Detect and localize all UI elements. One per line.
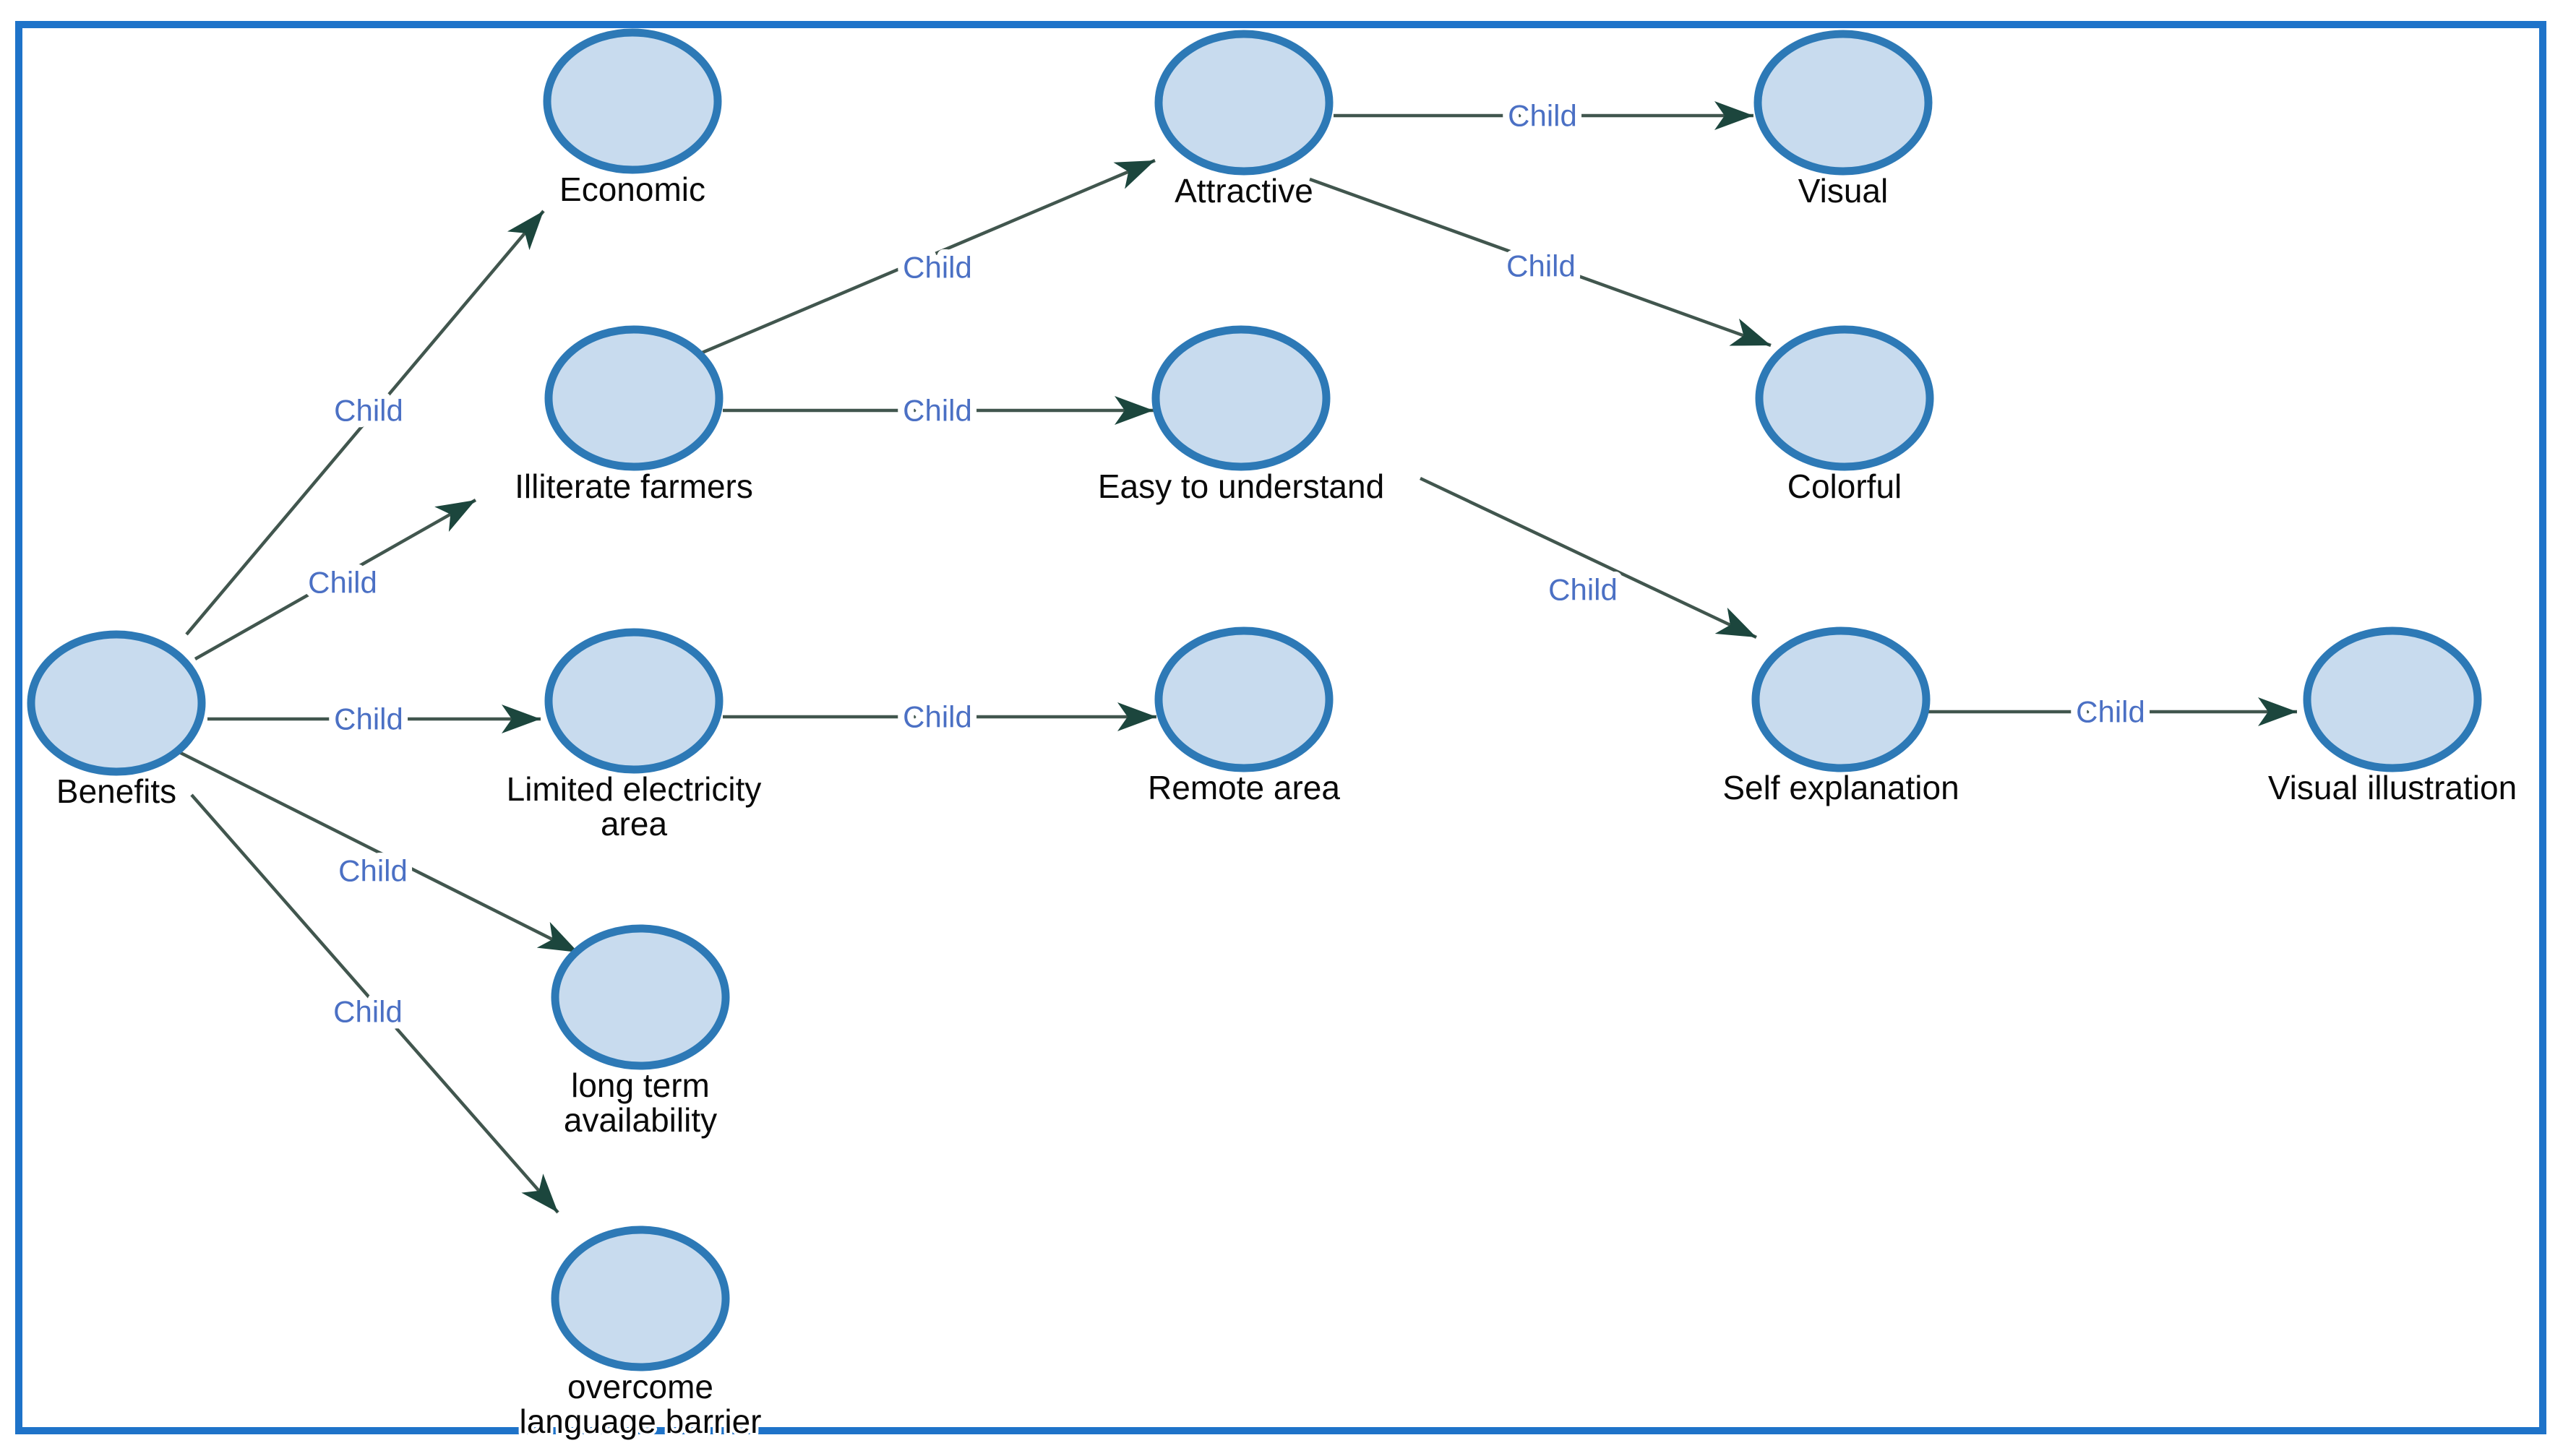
figure-frame bbox=[15, 21, 2546, 1434]
edge-benefits-to-economic bbox=[185, 210, 545, 636]
node-label-attractive: Attractive bbox=[1175, 172, 1313, 210]
node-label-long-term-availability-line2: availability bbox=[564, 1101, 717, 1139]
node-label-colorful: Colorful bbox=[1787, 468, 1902, 505]
edge-label-child: Child bbox=[903, 394, 972, 428]
node-label-benefits: Benefits bbox=[56, 772, 176, 810]
edge-benefits-to-overcome-language-barrier bbox=[190, 793, 559, 1214]
node-label-self-explanation: Self explanation bbox=[1722, 769, 1959, 806]
node-benefits bbox=[27, 630, 206, 776]
edge-label-child: Child bbox=[308, 566, 377, 600]
edge-benefits-to-long-term-availability bbox=[178, 750, 580, 955]
node-label-overcome-language-barrier-line1: overcome bbox=[567, 1368, 713, 1405]
node-label-overcome-language-barrier-line2: language barrier bbox=[519, 1403, 761, 1440]
node-self-explanation bbox=[1751, 626, 1931, 772]
edge-label-child: Child bbox=[1508, 99, 1577, 133]
edge-label-child: Child bbox=[903, 251, 972, 285]
edge-label-child: Child bbox=[903, 700, 972, 734]
node-label-visual-illustration: Visual illustration bbox=[2268, 769, 2517, 806]
node-label-long-term-availability-line1: long term bbox=[571, 1067, 710, 1104]
edge-label-child: Child bbox=[338, 854, 408, 888]
edge-label-child: Child bbox=[334, 702, 403, 736]
node-label-visual: Visual bbox=[1798, 172, 1888, 210]
node-label-economic: Economic bbox=[559, 171, 705, 208]
edge-illiterate-farmers-to-attractive bbox=[695, 158, 1156, 358]
edge-benefits-to-illiterate-farmers bbox=[194, 499, 477, 660]
node-visual bbox=[1753, 30, 1933, 176]
edge-label-child: Child bbox=[1506, 249, 1576, 283]
edges-layer bbox=[178, 101, 2297, 1214]
node-limited-electricity-area bbox=[544, 628, 724, 774]
edge-label-child: Child bbox=[2076, 695, 2145, 729]
node-label-limited-electricity-area-line1: Limited electricity bbox=[507, 770, 762, 808]
node-colorful bbox=[1755, 325, 1934, 471]
edge-easy-to-understand-to-self-explanation bbox=[1420, 476, 1757, 639]
node-attractive bbox=[1154, 30, 1334, 176]
node-label-easy-to-understand: Easy to understand bbox=[1098, 468, 1384, 505]
node-easy-to-understand bbox=[1151, 325, 1331, 471]
node-label-remote-area: Remote area bbox=[1148, 769, 1340, 806]
node-label-limited-electricity-area-line2: area bbox=[601, 805, 667, 843]
node-overcome-language-barrier bbox=[551, 1225, 730, 1371]
node-visual-illustration bbox=[2303, 626, 2482, 772]
node-long-term-availability bbox=[551, 924, 730, 1070]
edge-labels-layer: ChildChildChildChildChildChildChildChild… bbox=[301, 92, 2152, 1035]
edge-label-child: Child bbox=[333, 995, 403, 1029]
node-illiterate-farmers bbox=[544, 325, 724, 471]
edge-attractive-to-colorful bbox=[1309, 177, 1772, 348]
nodes-layer bbox=[27, 28, 2482, 1371]
node-economic bbox=[543, 28, 722, 174]
edge-label-child: Child bbox=[1548, 573, 1618, 607]
node-label-illiterate-farmers: Illiterate farmers bbox=[515, 468, 753, 505]
node-remote-area bbox=[1154, 626, 1334, 772]
edge-label-child: Child bbox=[334, 394, 403, 428]
